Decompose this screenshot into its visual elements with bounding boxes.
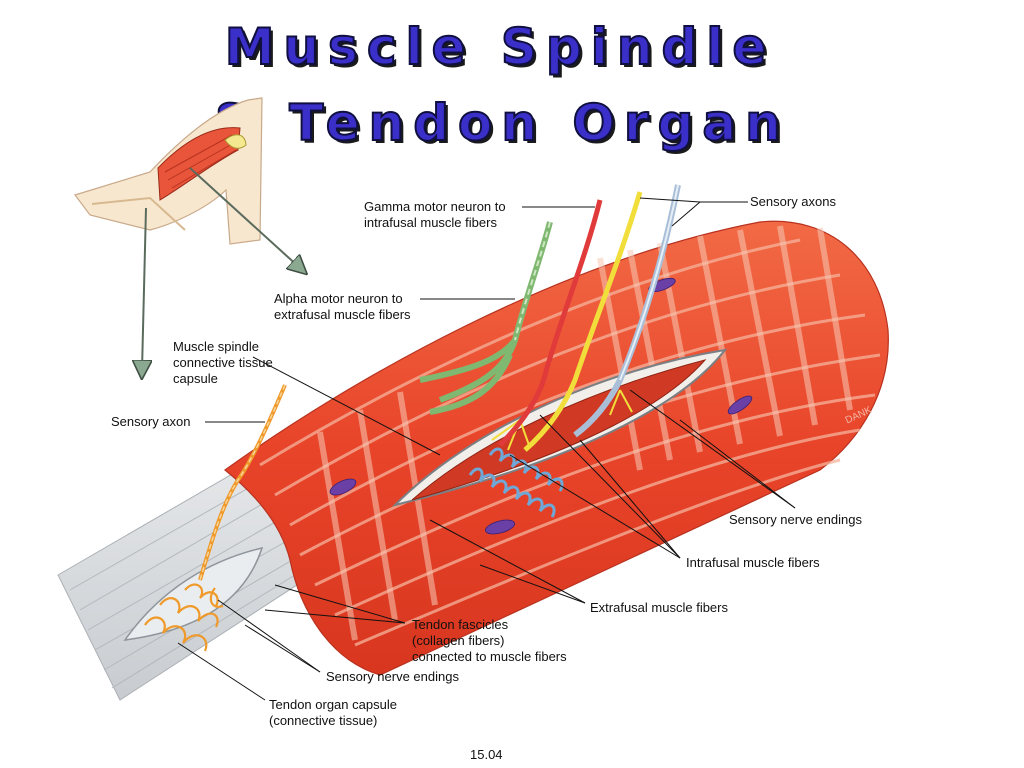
label-gamma-motor-neuron: Gamma motor neuron to intrafusal muscle … — [364, 199, 506, 231]
nucleus — [727, 395, 753, 415]
pointer-arrow-tendon — [142, 207, 146, 370]
label-extrafusal-muscle-fibers: Extrafusal muscle fibers — [590, 600, 728, 615]
title-line-2: & Tendon Organ — [209, 93, 790, 153]
nucleus — [485, 519, 515, 535]
label-spindle-line-3: capsule — [173, 371, 218, 386]
label-muscle-spindle-capsule: Muscle spindle connective tissue capsule — [173, 339, 273, 387]
label-alpha-motor-neuron: Alpha motor neuron to extrafusal muscle … — [274, 291, 411, 323]
label-tendon-fascicles: Tendon fascicles (collagen fibers) conne… — [412, 617, 567, 665]
label-fascicles-line-3: connected to muscle fibers — [412, 649, 567, 664]
label-capsule-line-1: Tendon organ capsule — [269, 697, 397, 712]
title-line-1: Muscle Spindle — [224, 17, 776, 77]
label-sensory-axon: Sensory axon — [111, 414, 191, 429]
arm-sketch — [74, 97, 263, 245]
label-gamma-line-1: Gamma motor neuron to — [364, 199, 506, 214]
label-gamma-line-2: intrafusal muscle fibers — [364, 215, 497, 230]
label-spindle-line-1: Muscle spindle — [173, 339, 259, 354]
nucleus — [329, 478, 357, 496]
label-fascicles-line-2: (collagen fibers) — [412, 633, 505, 648]
pointer-arrow-spindle — [189, 167, 300, 268]
label-sensory-nerve-endings-tendon: Sensory nerve endings — [326, 669, 459, 684]
sensory-axon-yellow — [523, 191, 643, 452]
leader-lines — [177, 197, 796, 701]
label-spindle-line-2: connective tissue — [173, 355, 273, 370]
label-intrafusal-muscle-fibers: Intrafusal muscle fibers — [686, 555, 820, 570]
label-sensory-nerve-endings-spindle: Sensory nerve endings — [729, 512, 862, 527]
label-sensory-axons: Sensory axons — [750, 194, 836, 209]
gamma-motor-neuron — [498, 199, 603, 447]
label-alpha-line-2: extrafusal muscle fibers — [274, 307, 411, 322]
label-fascicles-line-1: Tendon fascicles — [412, 617, 509, 632]
figure-number: 15.04 — [470, 747, 503, 762]
label-tendon-organ-capsule: Tendon organ capsule (connective tissue) — [269, 697, 397, 729]
label-alpha-line-1: Alpha motor neuron to — [274, 291, 403, 306]
label-capsule-line-2: (connective tissue) — [269, 713, 378, 728]
